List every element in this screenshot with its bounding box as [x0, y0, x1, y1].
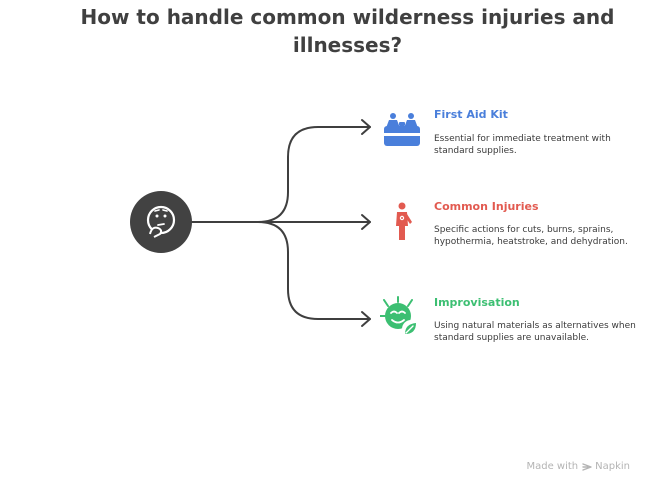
branch-description: Specific actions for cuts, burns, sprain… — [434, 225, 628, 247]
injured-person-icon — [396, 202, 412, 240]
branch-title: First Aid Kit — [434, 108, 508, 121]
napkin-brand: Napkin — [582, 461, 630, 472]
center-node — [130, 191, 192, 253]
napkin-logo-icon — [582, 462, 592, 471]
arrowhead-improvisation — [361, 311, 371, 327]
diagram-title: How to handle common wilderness injuries… — [80, 5, 615, 57]
branch-description: Essential for immediate treatment with s… — [434, 134, 611, 156]
thinking-face-icon — [146, 205, 176, 238]
watermark-brand: Napkin — [595, 461, 630, 472]
branch-description: Using natural materials as alternatives … — [434, 321, 636, 343]
branch-title: Improvisation — [434, 296, 520, 309]
napkin-watermark: Made with Napkin — [526, 461, 630, 472]
arrowhead-first-aid — [361, 119, 371, 135]
connector-first-aid — [191, 126, 371, 223]
first-aid-kit-icon — [384, 113, 420, 146]
connector-improvisation — [191, 221, 371, 320]
branch-title: Common Injuries — [434, 200, 539, 213]
watermark-prefix: Made with — [526, 461, 579, 472]
arrowhead-common-injuries — [361, 214, 371, 230]
nature-leaf-icon — [380, 296, 420, 338]
